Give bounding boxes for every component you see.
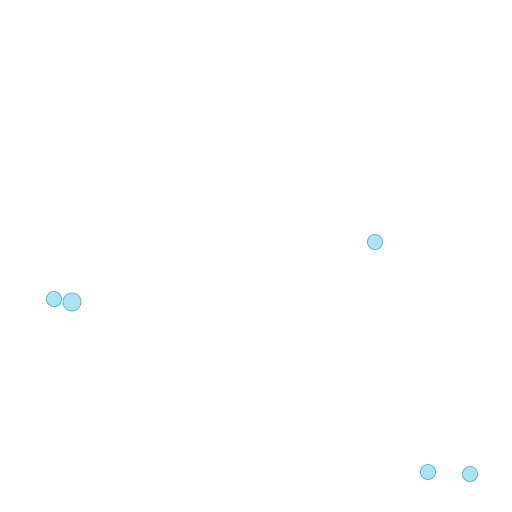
dot-marker	[62, 292, 82, 312]
dot-marker	[367, 234, 383, 250]
dot-marker	[46, 291, 62, 307]
dot-marker	[420, 464, 436, 480]
dot-marker	[462, 466, 478, 482]
